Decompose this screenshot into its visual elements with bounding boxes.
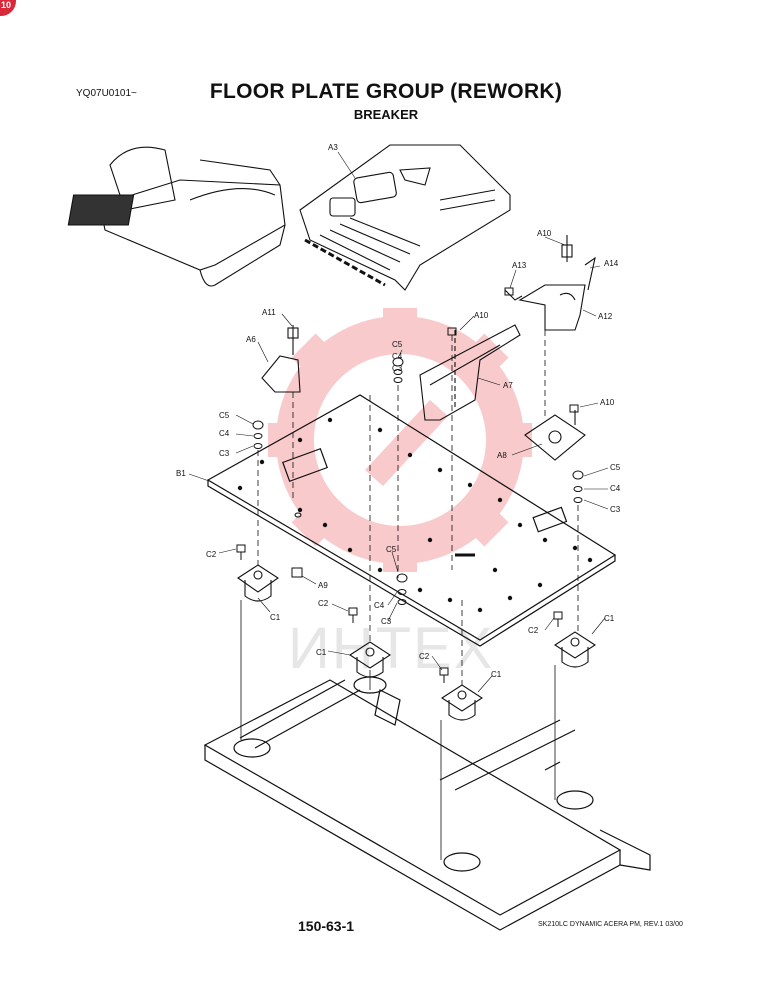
label-c1-right: C1 [604,614,615,623]
label-a3: A3 [328,143,338,152]
label-c3-mid: C3 [392,364,403,373]
label-c3-left: C3 [219,449,230,458]
label-c5-low: C5 [386,545,397,554]
label-a6: A6 [246,335,256,344]
label-a10-mid: A10 [474,311,489,320]
frame-drop-lines [240,600,556,860]
label-a10-right: A10 [600,398,615,407]
watermark-logo [268,308,532,572]
fastener-stacks [252,357,584,605]
label-a10-top: A10 [537,229,552,238]
label-a12: A12 [598,312,613,321]
label-c2-center: C2 [419,652,430,661]
bracket-a12 [504,235,596,331]
label-c5-right: C5 [610,463,621,472]
label-c2-midleft: C2 [318,599,329,608]
label-c1-center: C1 [491,670,502,679]
floor-plate-b1 [206,394,617,647]
label-c4-mid: C4 [392,352,403,361]
leader-lines [188,151,609,693]
seat-assembly [67,146,286,287]
plate-a8 [524,410,586,461]
bracket-a6 [261,325,301,393]
label-c2-left: C2 [206,550,217,559]
bracket-a7 [419,324,521,421]
page-title: FLOOR PLATE GROUP (REWORK) [209,80,563,103]
label-c5-mid: C5 [392,340,403,349]
page-number: 150-63-1 [298,918,355,934]
label-a9: A9 [318,581,328,590]
label-c3-low: C3 [381,617,392,626]
label-a7: A7 [503,381,513,390]
floor-mat-a3 [299,144,511,291]
label-c4-low: C4 [374,601,385,610]
label-a11: A11 [262,308,276,317]
label-c4-right: C4 [610,484,621,493]
label-c1-left: C1 [270,613,281,622]
label-b1: B1 [176,469,186,478]
label-c4-left: C4 [219,429,230,438]
footer-reference: SK210LC DYNAMIC ACERA PM, REV.1 03/00 [538,921,683,928]
label-c2-right: C2 [528,626,539,635]
label-a13: A13 [512,261,527,270]
bolts-c2 [236,287,579,683]
label-c5-left: C5 [219,411,230,420]
label-a8: A8 [497,451,507,460]
serial-number: YQ07U0101~ [76,88,137,99]
alignment-lines [257,330,579,685]
label-a14: A14 [604,259,619,268]
label-c1-midleft: C1 [316,648,327,657]
base-frame [203,676,651,931]
label-c3-right: C3 [610,505,621,514]
rubber-mounts [237,564,597,721]
page-subtitle: BREAKER [353,107,419,122]
corner-badge-text: 10 [0,0,11,10]
